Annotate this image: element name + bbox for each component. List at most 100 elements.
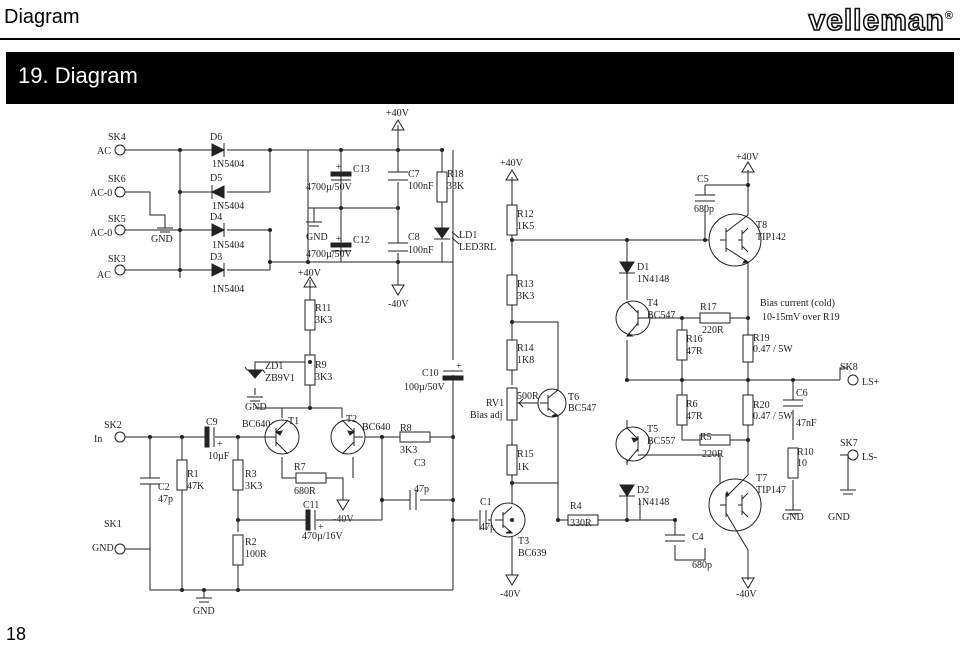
svg-text:330R: 330R bbox=[570, 518, 592, 529]
capacitor-c12: + C12 4700µ/50V bbox=[306, 234, 370, 260]
zener-zd1: ZD1 ZB9V1 bbox=[244, 361, 295, 384]
transistor-t3: T3 BC639 bbox=[490, 502, 546, 559]
svg-text:R4: R4 bbox=[570, 501, 582, 512]
supply-plus-40v-vas: +40V bbox=[500, 158, 524, 181]
capacitor-c8: C8 100nF bbox=[388, 232, 434, 256]
connector-sk4: SK4 AC bbox=[97, 132, 126, 157]
capacitor-c10: + C10 100µ/50V bbox=[404, 361, 464, 393]
connector-sk3: SK3 AC bbox=[97, 254, 126, 281]
capacitor-c4: C4 680p bbox=[665, 532, 712, 571]
svg-text:R14: R14 bbox=[517, 343, 534, 354]
svg-text:1N5404: 1N5404 bbox=[212, 240, 244, 251]
svg-text:ZD1: ZD1 bbox=[265, 361, 283, 372]
svg-text:680p: 680p bbox=[694, 204, 714, 215]
resistor-r12: R12 1K5 bbox=[506, 204, 534, 236]
svg-text:47p: 47p bbox=[158, 494, 173, 505]
supply-plus-40v-top: +40V bbox=[386, 108, 410, 131]
page-number: 18 bbox=[6, 624, 27, 644]
svg-text:Bias adj: Bias adj bbox=[470, 410, 503, 421]
transistor-t2: T2 BC640 bbox=[330, 414, 390, 455]
resistor-r3: R3 3K3 bbox=[232, 459, 262, 492]
brand-name: velleman bbox=[808, 3, 945, 38]
resistor-r9: R9 3K3 bbox=[304, 354, 332, 386]
svg-text:C10: C10 bbox=[422, 368, 439, 379]
svg-text:+40V: +40V bbox=[386, 108, 410, 119]
capacitor-c13: + C13 4700µ/50V bbox=[306, 162, 370, 193]
transistor-t4: T4 BC547 bbox=[615, 298, 675, 337]
transistor-t1: T1 BC640 bbox=[242, 416, 300, 455]
svg-text:T4: T4 bbox=[647, 298, 658, 309]
capacitor-c6: C6 47nF bbox=[783, 388, 817, 429]
resistor-r7: R7 680R bbox=[294, 462, 327, 497]
svg-text:GND: GND bbox=[193, 606, 215, 617]
svg-text:220R: 220R bbox=[702, 325, 724, 336]
svg-text:SK2: SK2 bbox=[104, 420, 122, 431]
svg-text:C9: C9 bbox=[206, 417, 218, 428]
capacitor-c3: C3 47p bbox=[409, 458, 429, 510]
svg-text:T7: T7 bbox=[756, 473, 767, 484]
resistor-r14: R14 1K8 bbox=[506, 339, 534, 371]
connector-sk1: SK1 GND bbox=[92, 519, 126, 555]
svg-text:R16: R16 bbox=[686, 334, 703, 345]
svg-text:SK4: SK4 bbox=[108, 132, 126, 143]
ground-symbol-bridge: GND bbox=[151, 227, 173, 245]
svg-text:+: + bbox=[456, 361, 462, 372]
svg-text:C4: C4 bbox=[692, 532, 704, 543]
svg-text:C8: C8 bbox=[408, 232, 420, 243]
supply-minus-40v-vas: -40V bbox=[500, 574, 521, 600]
svg-text:3K3: 3K3 bbox=[315, 372, 332, 383]
svg-text:1N5404: 1N5404 bbox=[212, 284, 244, 295]
resistor-r1: R1 47K bbox=[176, 459, 205, 492]
svg-text:LS-: LS- bbox=[862, 452, 877, 463]
svg-text:BC557: BC557 bbox=[647, 436, 675, 447]
connector-sk2: SK2 In bbox=[94, 420, 126, 445]
svg-text:+40V: +40V bbox=[736, 152, 760, 163]
svg-text:T8: T8 bbox=[756, 220, 767, 231]
svg-text:4700µ/50V: 4700µ/50V bbox=[306, 182, 353, 193]
svg-text:R15: R15 bbox=[517, 449, 534, 460]
resistor-r6: R6 47R bbox=[676, 394, 703, 426]
svg-text:-40V: -40V bbox=[388, 299, 409, 310]
transistor-t5: T5 BC557 bbox=[615, 424, 675, 463]
svg-text:3K3: 3K3 bbox=[245, 481, 262, 492]
resistor-r2: R2 100R bbox=[232, 534, 267, 566]
svg-text:3K3: 3K3 bbox=[315, 315, 332, 326]
svg-text:T3: T3 bbox=[518, 536, 529, 547]
connector-sk7: SK7 LS- bbox=[840, 438, 877, 463]
svg-text:47K: 47K bbox=[187, 481, 205, 492]
diode-d2: D2 1N4148 bbox=[619, 484, 669, 508]
svg-text:D2: D2 bbox=[637, 485, 649, 496]
svg-text:1N4148: 1N4148 bbox=[637, 497, 669, 508]
svg-text:10µF: 10µF bbox=[208, 451, 230, 462]
svg-text:R12: R12 bbox=[517, 209, 534, 220]
svg-text:+: + bbox=[318, 522, 324, 533]
svg-text:R1: R1 bbox=[187, 469, 199, 480]
resistor-r5: R5 220R bbox=[699, 432, 731, 460]
svg-text:470µ/16V: 470µ/16V bbox=[302, 531, 344, 542]
svg-text:R19: R19 bbox=[753, 333, 770, 344]
svg-text:T2: T2 bbox=[346, 414, 357, 425]
capacitor-c5: C5 680p bbox=[694, 174, 715, 215]
transistor-t7: T7 TIP147 bbox=[708, 473, 786, 551]
connector-sk6: SK6 AC-0 bbox=[90, 174, 126, 199]
svg-text:C6: C6 bbox=[796, 388, 808, 399]
svg-text:BC640: BC640 bbox=[242, 419, 270, 430]
resistor-r16: R16 47R bbox=[676, 329, 703, 361]
svg-text:GND: GND bbox=[782, 512, 804, 523]
potentiometer-rv1: RV1 Bias adj 500R bbox=[470, 387, 539, 421]
svg-text:BC639: BC639 bbox=[518, 548, 546, 559]
section-banner: 19. Diagram bbox=[6, 52, 954, 104]
svg-text:0.47 / 5W: 0.47 / 5W bbox=[753, 344, 793, 355]
svg-text:1N5404: 1N5404 bbox=[212, 159, 244, 170]
ground-symbol-main: GND bbox=[193, 590, 215, 617]
resistor-r4: R4 330R bbox=[567, 501, 599, 529]
section-title: 19. Diagram bbox=[18, 63, 138, 88]
svg-text:TIP142: TIP142 bbox=[756, 232, 786, 243]
svg-text:SK1: SK1 bbox=[104, 519, 122, 530]
svg-text:+40V: +40V bbox=[500, 158, 524, 169]
svg-text:R10: R10 bbox=[797, 447, 814, 458]
svg-text:TIP147: TIP147 bbox=[756, 485, 786, 496]
supply-minus-40v-ltp: -40V bbox=[333, 499, 354, 525]
svg-text:+: + bbox=[217, 439, 223, 450]
resistor-r18: R18 33K bbox=[436, 169, 465, 203]
